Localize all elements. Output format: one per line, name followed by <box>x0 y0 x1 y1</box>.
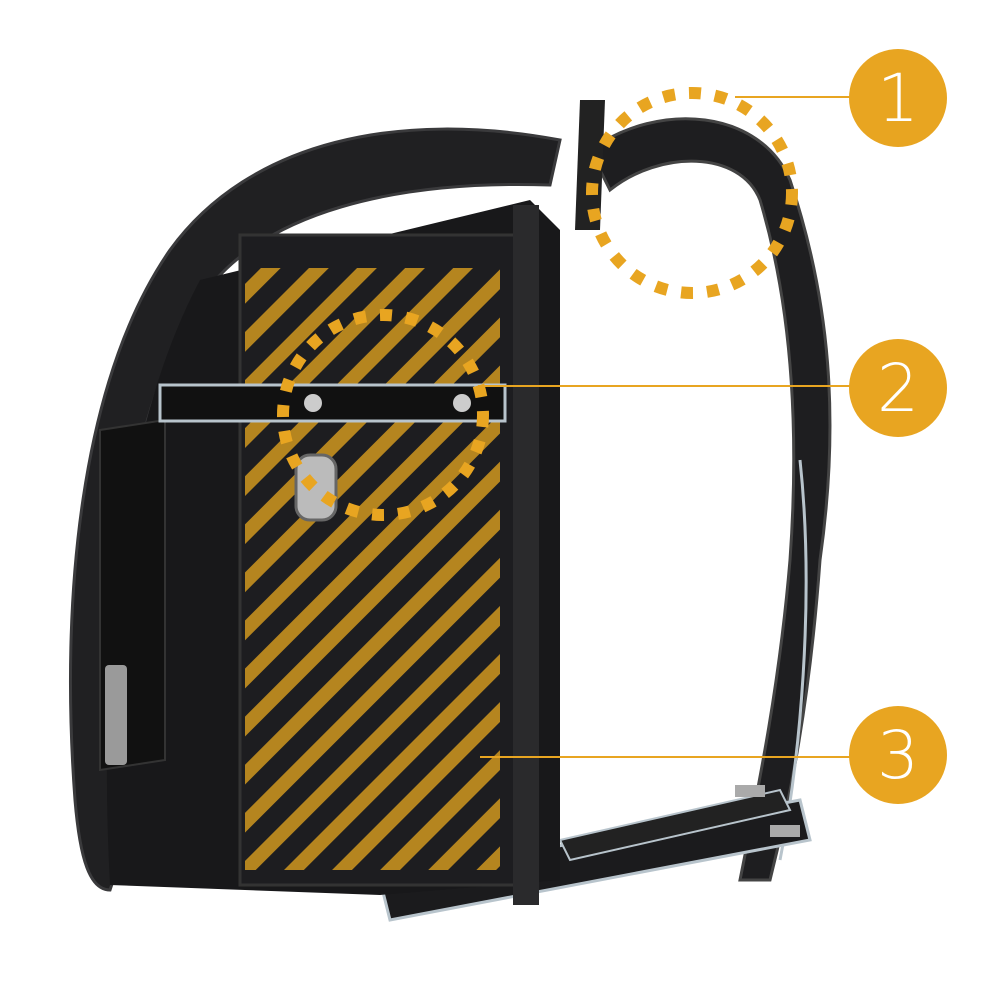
hatched-area <box>245 268 500 870</box>
highlight-circle-1 <box>586 87 798 299</box>
callout-number: 2 <box>877 349 919 427</box>
callout-number: 3 <box>877 716 919 794</box>
lock-buckle <box>294 453 338 522</box>
bottom-straps <box>378 785 812 922</box>
side-belt <box>158 383 507 423</box>
callout-badge-2: 2 <box>849 339 947 437</box>
callout-number: 1 <box>877 59 919 137</box>
bag-flap <box>68 127 562 892</box>
callout-badge-3: 3 <box>849 706 947 804</box>
zipper-pull <box>105 665 127 765</box>
highlight-circle-2 <box>277 309 489 521</box>
callout-badge-1: 1 <box>849 49 947 147</box>
